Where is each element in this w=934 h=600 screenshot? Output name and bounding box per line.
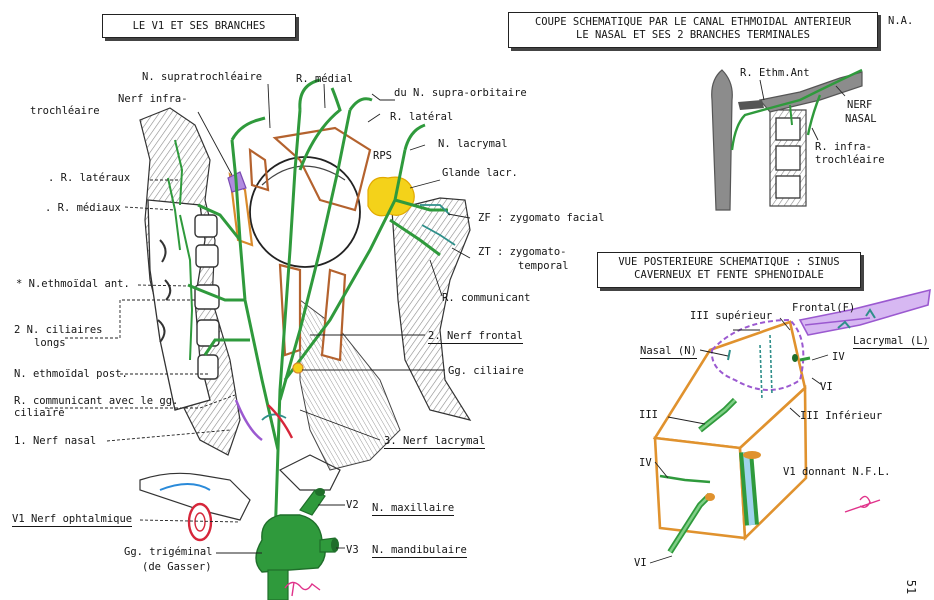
label-r-mediaux: . R. médiaux [45, 203, 121, 214]
label-n-lacrymal: N. lacrymal [438, 139, 508, 150]
label-r-comm-gg-2: ciliaire [14, 408, 65, 419]
label-ciliaires-2: longs [34, 338, 66, 349]
label-zt-2: temporal [518, 261, 569, 272]
main-title-box: LE V1 ET SES BRANCHES [102, 14, 296, 38]
label-r-comm-gg-1: R. communicant avec le gg. [14, 396, 178, 407]
label-rps: RPS [373, 151, 392, 162]
label-coupe-nasal: NASAL [845, 114, 877, 125]
label-v2: V2 [346, 500, 359, 511]
label-r-infra-1: R. infra- [815, 142, 872, 153]
label-gg-ciliaire: Gg. ciliaire [448, 366, 524, 377]
label-zt-1: ZT : zygomato- [478, 247, 567, 258]
label-nerf-lacrymal: 3. Nerf lacrymal [384, 436, 485, 449]
label-n-mandibulaire: N. mandibulaire [372, 545, 467, 558]
na-initials: N.A. [888, 16, 913, 27]
label-r-lateral: R. latéral [390, 112, 453, 123]
label-ethmoidal-post: N. ethmoïdal post. [14, 369, 128, 380]
signature-2 [845, 496, 880, 512]
coupe-title-line2: LE NASAL ET SES 2 BRANCHES TERMINALES [509, 29, 877, 42]
signature-1 [285, 582, 320, 596]
label-nasal-n: Nasal (N) [640, 346, 697, 359]
label-r-medial: R. médial [296, 74, 353, 85]
coupe-title-box: COUPE SCHEMATIQUE PAR LE CANAL ETHMOIDAL… [508, 12, 878, 48]
label-trochleaire: trochléaire [30, 106, 100, 117]
label-iii: III [639, 410, 658, 421]
label-vi-2: VI [634, 558, 647, 569]
label-iii-superieur: III supérieur [690, 311, 772, 322]
label-nerf-nasal: 1. Nerf nasal [14, 436, 96, 447]
label-gg-trigeminal-2: (de Gasser) [142, 562, 212, 573]
label-r-infra-2: trochléaire [815, 155, 885, 166]
page-number: 51 [904, 580, 918, 594]
label-n-ethmoidal-ant: * N.ethmoïdal ant. [16, 279, 130, 290]
label-coupe-nerf: NERF [847, 100, 872, 111]
label-zf: ZF : zygomato facial [478, 213, 604, 224]
label-r-lateraux: . R. latéraux [48, 173, 130, 184]
label-n-maxillaire: N. maxillaire [372, 503, 454, 516]
label-v3: V3 [346, 545, 359, 556]
label-lacrymal-l: Lacrymal (L) [853, 336, 929, 349]
coupe-title-line1: COUPE SCHEMATIQUE PAR LE CANAL ETHMOIDAL… [509, 16, 877, 29]
label-frontal-f: Frontal(F) [792, 303, 855, 314]
label-iii-inferieur: III Inférieur [800, 411, 882, 422]
vue-title-line2: CAVERNEUX ET FENTE SPHENOIDALE [598, 269, 860, 282]
label-du-supra-orbitaire: du N. supra-orbitaire [394, 88, 527, 99]
label-gg-trigeminal-1: Gg. trigéminal [124, 547, 213, 558]
label-r-communicant: R. communicant [442, 293, 531, 304]
label-v1-nfl: V1 donnant N.F.L. [783, 467, 890, 478]
label-glande-lacr: Glande lacr. [442, 168, 518, 179]
label-iv-1: IV [832, 352, 845, 363]
label-supratrochleaire: N. supratrochléaire [142, 72, 262, 83]
label-nerf-frontal: 2. Nerf frontal [428, 331, 523, 344]
label-iv-2: IV [639, 458, 652, 469]
coupe-illustration [712, 70, 862, 210]
main-title: LE V1 ET SES BRANCHES [103, 15, 295, 37]
label-v1-ophtalmique: V1 Nerf ophtalmique [12, 514, 132, 527]
label-nerf-infra: Nerf infra- [118, 94, 188, 105]
label-ciliaires-1: 2 N. ciliaires [14, 325, 103, 336]
label-r-ethm-ant: R. Ethm.Ant [740, 68, 810, 79]
vue-title-box: VUE POSTERIEURE SCHEMATIQUE : SINUS CAVE… [597, 252, 861, 288]
cavernous-sinus-box [650, 290, 930, 563]
vue-title-line1: VUE POSTERIEURE SCHEMATIQUE : SINUS [598, 256, 860, 269]
label-vi-1: VI [820, 382, 833, 393]
